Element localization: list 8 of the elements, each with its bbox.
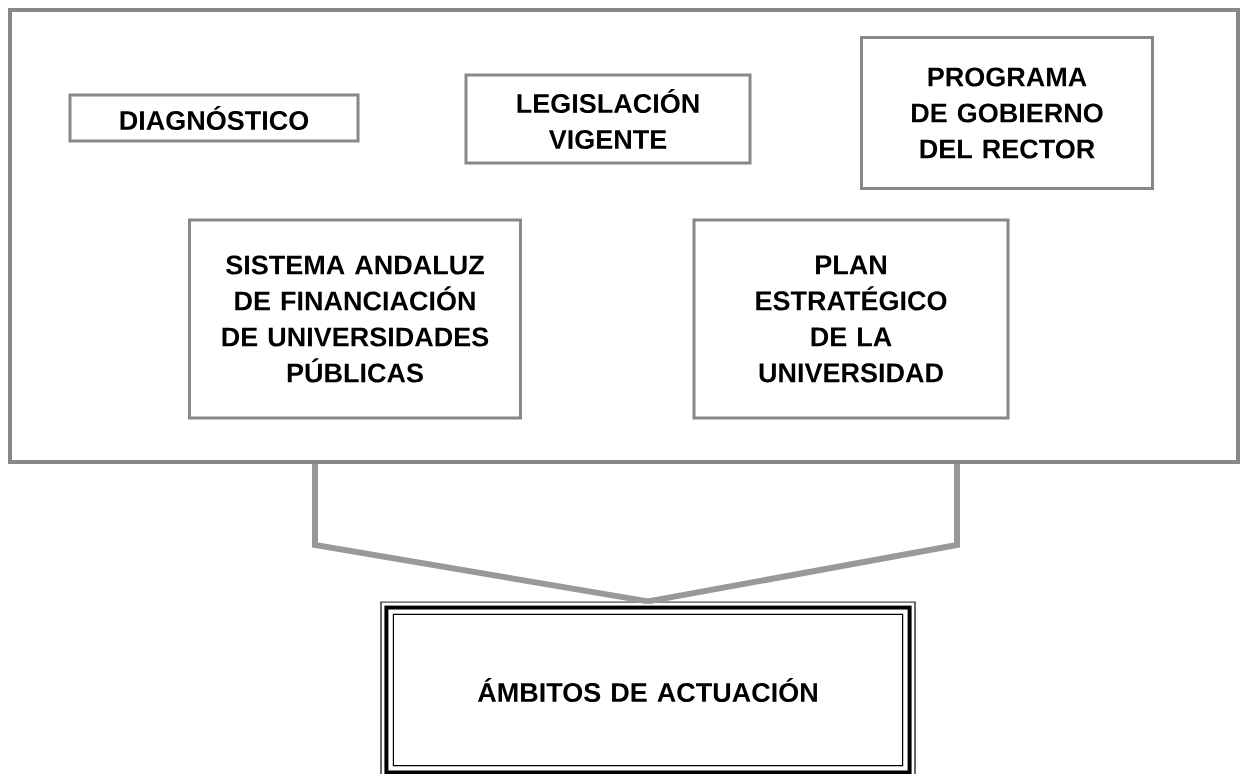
text-box: SISTEMA ANDALUZ DE FINANCIACIÓN DE UNIVERSIDADES PÚBLICAS <box>188 218 522 420</box>
text-box: LEGISLACIÓN VIGENTE <box>464 73 752 165</box>
text-box: PLAN ESTRATÉGICO DE LA UNIVERSIDAD <box>692 218 1010 420</box>
panel-frame <box>8 8 1240 464</box>
text-box: DIAGNÓSTICO <box>68 93 360 143</box>
text-box: PROGRAMA DE GOBIERNO DEL RECTOR <box>860 36 1154 190</box>
funnel-bracket <box>312 464 960 605</box>
framed-box: ÁMBITOS DE ACTUACIÓN <box>380 601 916 774</box>
